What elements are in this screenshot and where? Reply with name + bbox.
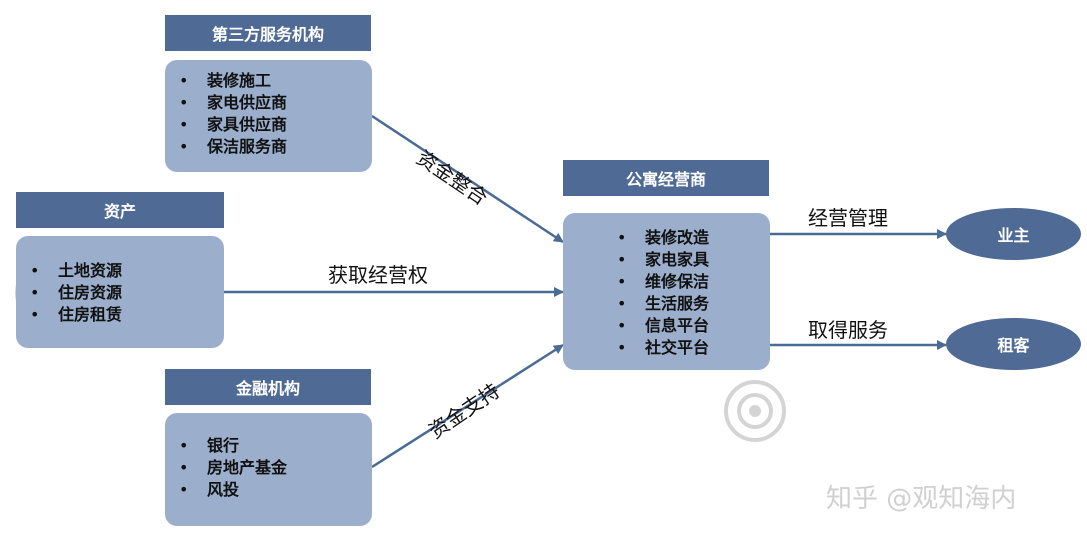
list-item: 土地资源 bbox=[30, 260, 224, 282]
third-party-title: 第三方服务机构 bbox=[211, 25, 324, 44]
assets-box: 土地资源 住房资源 住房租赁 bbox=[16, 236, 224, 348]
operator-box: 装修改造 家电家具 维修保洁 生活服务 信息平台 社交平台 bbox=[563, 213, 770, 370]
list-item: 房地产基金 bbox=[179, 457, 372, 479]
list-item: 信息平台 bbox=[617, 315, 770, 337]
finance-header: 金融机构 bbox=[165, 369, 371, 405]
operator-title: 公寓经营商 bbox=[625, 170, 706, 189]
tenant-label: 租客 bbox=[997, 336, 1030, 355]
list-item: 家电供应商 bbox=[179, 92, 372, 114]
edge-label-operations-management: 经营管理 bbox=[808, 206, 888, 230]
list-item: 银行 bbox=[179, 435, 372, 457]
list-item: 装修施工 bbox=[179, 70, 372, 92]
assets-header: 资产 bbox=[16, 192, 224, 228]
arrow-third-party-to-operator bbox=[371, 114, 564, 244]
list-item: 家电家具 bbox=[617, 249, 770, 271]
list-item: 生活服务 bbox=[617, 293, 770, 315]
operator-header: 公寓经营商 bbox=[563, 160, 769, 196]
list-item: 保洁服务商 bbox=[179, 136, 372, 158]
list-item: 维修保洁 bbox=[617, 271, 770, 293]
list-item: 风投 bbox=[179, 479, 372, 501]
list-item: 社交平台 bbox=[617, 337, 770, 359]
edge-label-obtain-services: 取得服务 bbox=[808, 318, 888, 342]
third-party-header: 第三方服务机构 bbox=[165, 15, 371, 51]
list-item: 装修改造 bbox=[617, 227, 770, 249]
watermark-text: 知乎 @观知海内 bbox=[826, 484, 1017, 514]
assets-title: 资产 bbox=[103, 202, 136, 221]
edge-label-operating-rights: 获取经营权 bbox=[328, 263, 428, 287]
list-item: 住房资源 bbox=[30, 282, 224, 304]
list-item: 住房租赁 bbox=[30, 304, 224, 326]
finance-title: 金融机构 bbox=[235, 379, 300, 398]
list-item: 家具供应商 bbox=[179, 114, 372, 136]
watermark-seal-right bbox=[724, 380, 786, 442]
finance-box: 银行 房地产基金 风投 bbox=[165, 413, 372, 526]
arrow-finance-to-operator bbox=[371, 343, 564, 469]
owner-label: 业主 bbox=[997, 226, 1030, 245]
owner-node: 业主 bbox=[946, 208, 1081, 260]
third-party-box: 装修施工 家电供应商 家具供应商 保洁服务商 bbox=[165, 60, 372, 172]
tenant-node: 租客 bbox=[946, 318, 1081, 370]
